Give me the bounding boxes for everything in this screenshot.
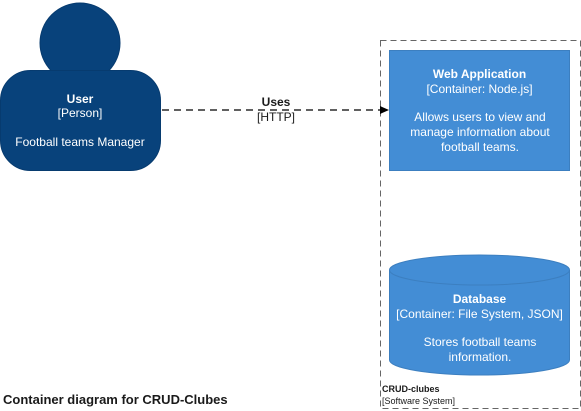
database-description: Stores football teams information. — [423, 335, 537, 364]
web-application-description: Allows users to view and manage informat… — [410, 110, 550, 154]
person-body[interactable] — [0, 70, 161, 171]
system-boundary-name: CRUD-clubes — [382, 384, 440, 394]
database-type: [Container: File System, JSON] — [396, 307, 563, 321]
database-cylinder-top — [389, 254, 570, 286]
diagram-title: Container diagram for CRUD-Clubes — [3, 392, 228, 407]
person-type: [Person] — [57, 106, 103, 120]
database-cylinder[interactable] — [389, 270, 570, 376]
person-name: User — [66, 92, 94, 106]
relationship-technology: [HTTP] — [257, 110, 295, 124]
person-description: Football teams Manager — [15, 135, 145, 149]
web-application-type: [Container: Node.js] — [426, 82, 533, 96]
web-application-box[interactable] — [389, 50, 570, 171]
web-application-name: Web Application — [432, 67, 527, 81]
relationship-label: Uses — [261, 95, 291, 109]
system-boundary-type: [Software System] — [382, 396, 456, 406]
database-name: Database — [452, 292, 507, 306]
